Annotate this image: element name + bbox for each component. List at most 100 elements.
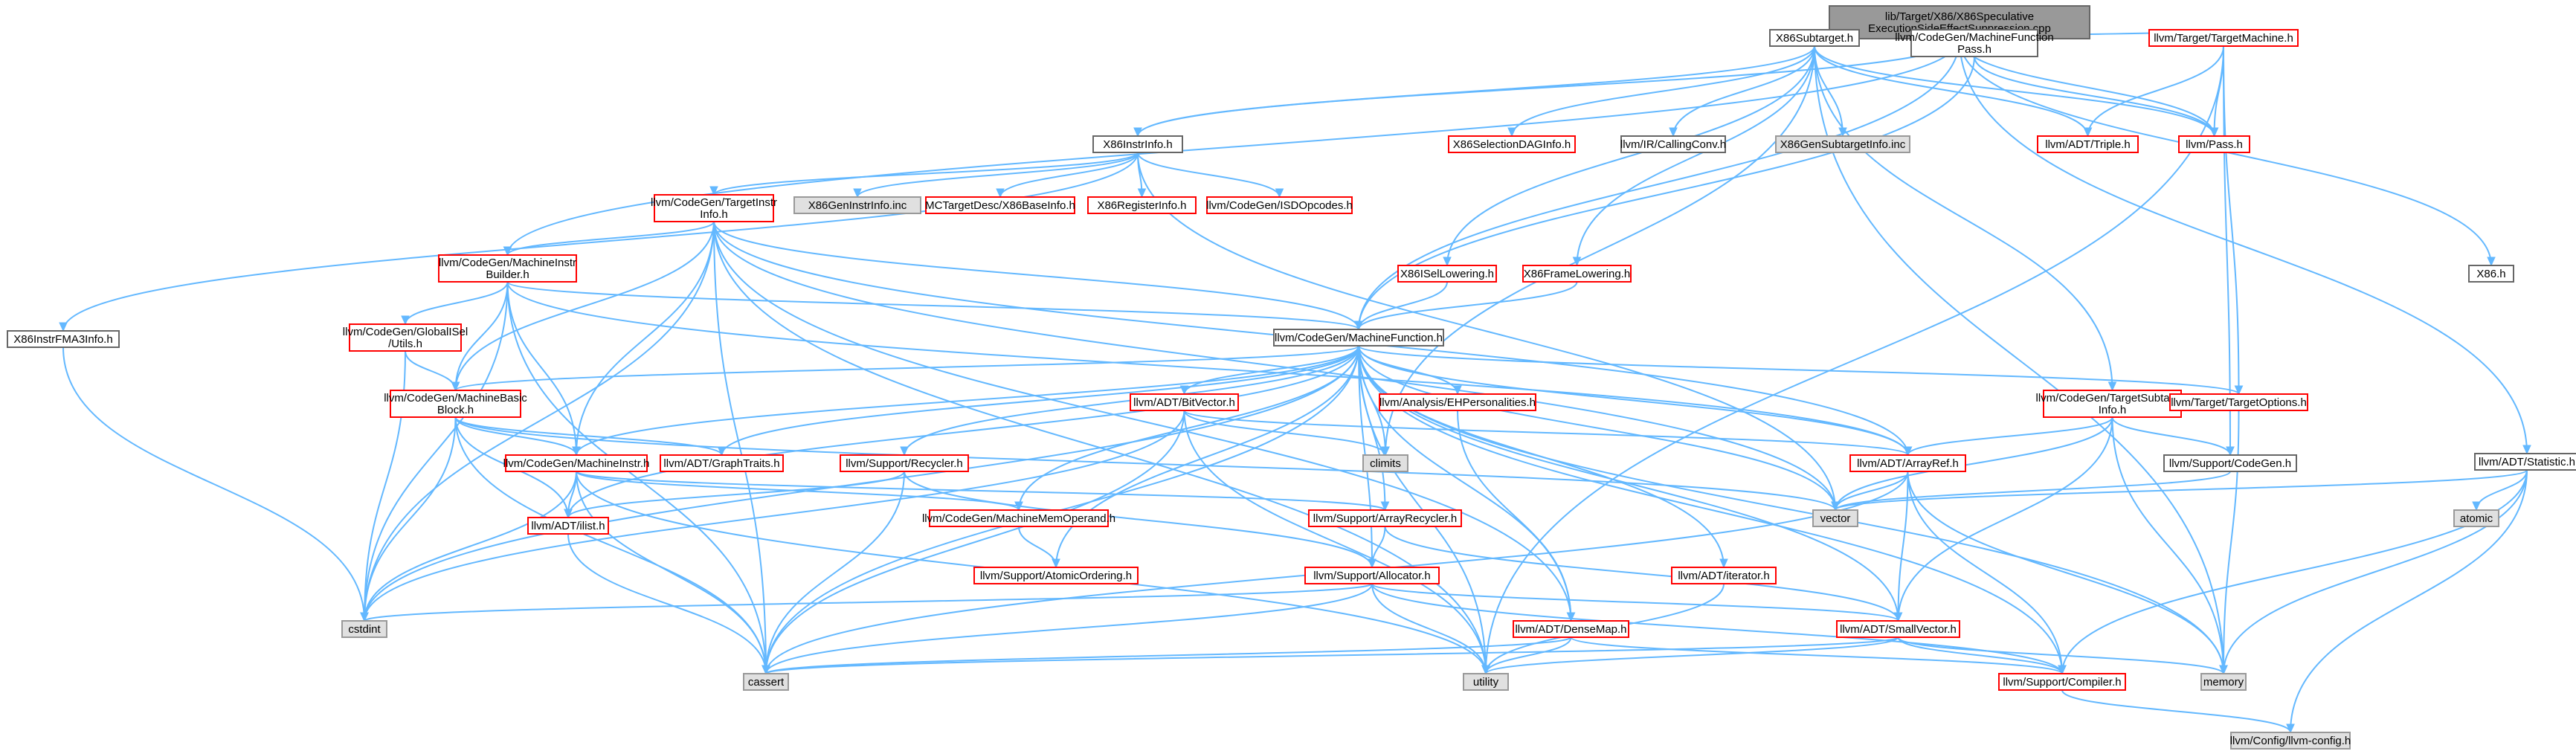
edge-machinefunction-to-bitvector (1179, 345, 1359, 396)
edge-root-to-statistic (1959, 38, 2531, 455)
node-targetmachine[interactable]: llvm/Target/TargetMachine.h (2148, 29, 2299, 47)
node-arrayrecycler[interactable]: llvm/Support/ArrayRecycler.h (1308, 509, 1462, 527)
node-x86gensub[interactable]: X86GenSubtargetInfo.inc (1775, 135, 1910, 153)
node-machineinstr[interactable]: llvm/CodeGen/MachineInstr.h (503, 454, 650, 472)
node-x86frame[interactable]: X86FrameLowering.h (1522, 265, 1632, 283)
node-climits[interactable]: climits (1362, 454, 1408, 472)
node-isdopcodes[interactable]: llvm/CodeGen/ISDOpcodes.h (1206, 196, 1353, 214)
edge-line (1183, 410, 1487, 674)
edge-line (1814, 45, 2215, 137)
node-mctarget[interactable]: MCTargetDesc/X86BaseInfo.h (925, 196, 1075, 214)
node-box (654, 194, 774, 222)
edge-line (1137, 152, 1836, 511)
node-codegen[interactable]: llvm/Support/CodeGen.h (2163, 454, 2297, 472)
node-box (660, 454, 784, 472)
node-ilist[interactable]: llvm/ADT/ilist.h (527, 517, 609, 535)
edge-arrowhead (1368, 558, 1376, 569)
edge-line (1485, 636, 1572, 674)
edge-smallvector-to-cassert (761, 636, 1899, 675)
node-x86subtarget[interactable]: X86Subtarget.h (1769, 29, 1860, 47)
node-ehpers[interactable]: llvm/Analysis/EHPersonalities.h (1379, 393, 1536, 411)
edge-line (1897, 636, 2224, 674)
edge-x86subtarget-to-triple (1814, 45, 2093, 138)
edge-arrowhead (2209, 127, 2219, 138)
edge-machineinstr-to-cstdint (360, 471, 577, 622)
node-x86instrinfo[interactable]: X86InstrInfo.h (1092, 135, 1183, 153)
edge-arrowhead (1507, 127, 1516, 138)
node-label: llvm/CodeGen/MachineInstr.h (503, 457, 650, 470)
edge-line (1446, 45, 1815, 266)
edge-line (1907, 471, 2224, 674)
node-label: lib/Target/X86/X86Speculative (1885, 10, 2034, 23)
node-box (2037, 135, 2139, 153)
edge-statistic-to-llvmconfig (2286, 469, 2528, 734)
node-label: vector (1820, 512, 1851, 525)
edge-line (405, 281, 509, 325)
node-targetoptions[interactable]: llvm/Target/TargetOptions.h (2169, 393, 2308, 411)
node-x86isel[interactable]: X86ISelLowering.h (1397, 265, 1497, 283)
node-callingconv[interactable]: llvm/IR/CallingConv.h (1620, 135, 1726, 153)
node-bitvector[interactable]: llvm/ADT/BitVector.h (1130, 393, 1239, 411)
node-x86seldag[interactable]: X86SelectionDAGInfo.h (1448, 135, 1576, 153)
node-machinefunction[interactable]: llvm/CodeGen/MachineFunction.h (1273, 329, 1444, 347)
node-label: llvm/ADT/SmallVector.h (1840, 623, 1957, 636)
edge-arrowhead (1354, 320, 1363, 331)
edge-line (1485, 45, 2224, 674)
node-box (349, 323, 462, 352)
edge-line (1511, 45, 1815, 137)
node-globalisel[interactable]: llvm/CodeGen/GlobalISel/Utils.h (343, 323, 468, 352)
node-memory[interactable]: memory (2200, 673, 2247, 691)
node-llvmconfig[interactable]: llvm/Config/llvm-config.h (2230, 732, 2351, 750)
edge-line (1959, 38, 2528, 454)
node-box (1273, 329, 1444, 347)
node-box (438, 254, 577, 283)
edge-line (1183, 345, 1359, 395)
node-label: Info.h (700, 208, 728, 221)
node-triple[interactable]: llvm/ADT/Triple.h (2037, 135, 2139, 153)
node-box (1130, 393, 1239, 411)
node-pass[interactable]: llvm/Pass.h (2178, 135, 2250, 153)
edge-smallvector-to-memory (1897, 636, 2228, 675)
edge-mbb-to-machineinstr (454, 416, 581, 457)
node-densemap[interactable]: llvm/ADT/DenseMap.h (1513, 620, 1629, 638)
edge-arrowhead (1443, 257, 1452, 267)
node-vector[interactable]: vector (1812, 509, 1858, 527)
edge-line (454, 416, 1836, 511)
node-x86reginfo[interactable]: X86RegisterInfo.h (1087, 196, 1197, 214)
edge-line (1358, 281, 1448, 330)
node-x86h[interactable]: X86.h (2468, 265, 2514, 283)
node-box (743, 673, 789, 691)
node-smallvector[interactable]: llvm/ADT/SmallVector.h (1836, 620, 1960, 638)
node-iterator[interactable]: llvm/ADT/iterator.h (1671, 567, 1777, 584)
edge-compiler-to-llvmconfig (2061, 689, 2295, 734)
node-utility[interactable]: utility (1463, 673, 1509, 691)
node-box (1379, 393, 1536, 411)
node-x86instrfma3[interactable]: X86InstrFMA3Info.h (7, 330, 120, 348)
edge-line (1183, 410, 1909, 456)
edge-line (765, 636, 1572, 674)
node-cstdint[interactable]: cstdint (341, 620, 387, 638)
node-compiler[interactable]: llvm/Support/Compiler.h (1998, 673, 2126, 691)
node-label: llvm/Support/Recycler.h (846, 457, 963, 470)
node-label: llvm/Target/TargetMachine.h (2154, 32, 2293, 45)
node-recycler[interactable]: llvm/Support/Recycler.h (840, 454, 969, 472)
node-atomic[interactable]: atomic (2453, 509, 2499, 527)
node-arrayref[interactable]: llvm/ADT/ArrayRef.h (1849, 454, 1966, 472)
edge-densemap-to-utility (1481, 636, 1572, 675)
node-allocator[interactable]: llvm/Support/Allocator.h (1304, 567, 1440, 584)
node-box (2043, 390, 2182, 418)
edge-line (2061, 689, 2291, 733)
node-graphtraits[interactable]: llvm/ADT/GraphTraits.h (660, 454, 784, 472)
node-mmo[interactable]: llvm/CodeGen/MachineMemOperand.h (922, 509, 1115, 527)
edge-line (506, 221, 715, 256)
edge-arrowhead (2226, 446, 2235, 457)
node-cassert[interactable]: cassert (743, 673, 789, 691)
node-atomicordering[interactable]: llvm/Support/AtomicOrdering.h (973, 567, 1139, 584)
node-statistic[interactable]: llvm/ADT/Statistic.h (2474, 453, 2576, 471)
node-x86geninstrinfo[interactable]: X86GenInstrInfo.inc (793, 196, 921, 214)
